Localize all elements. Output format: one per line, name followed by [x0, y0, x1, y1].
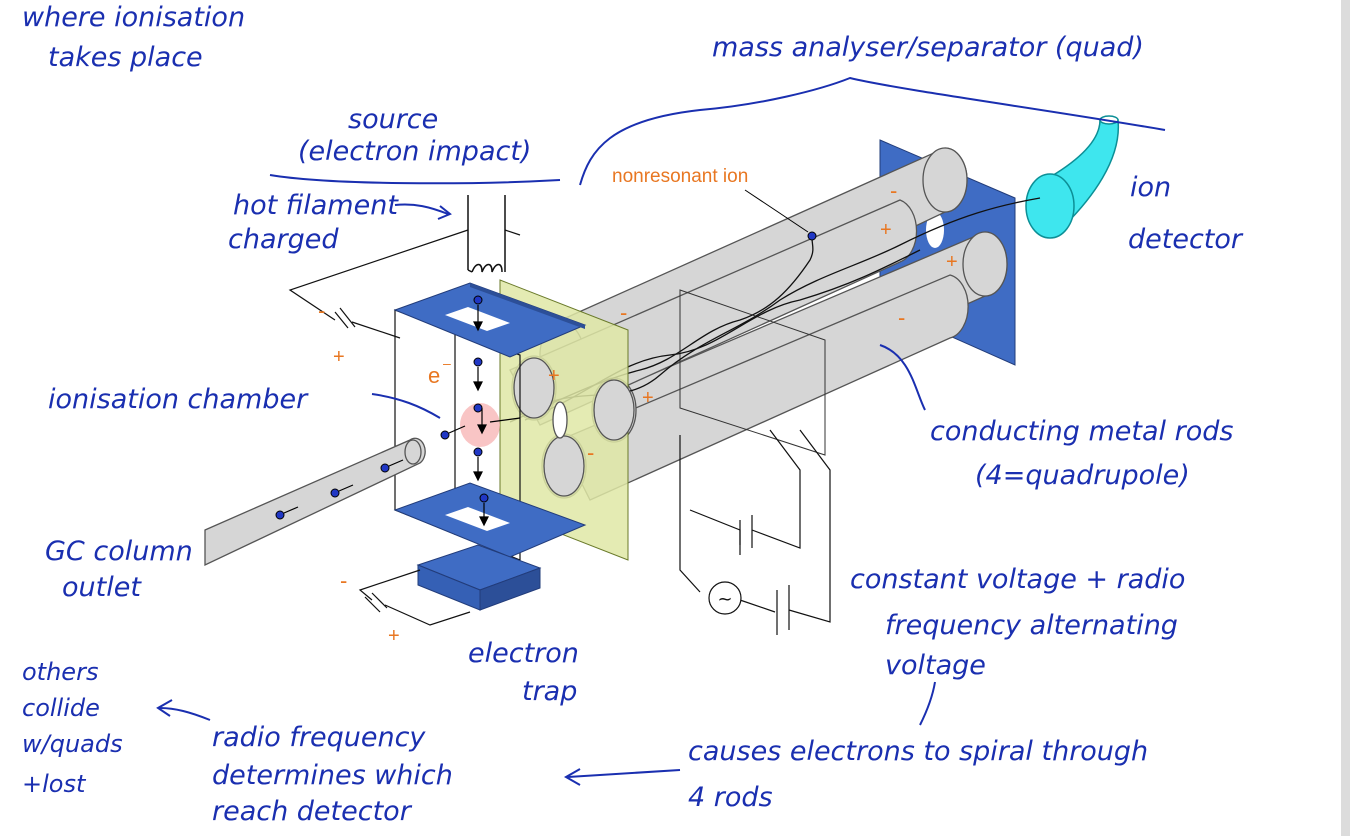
- electron-beam: [473, 295, 489, 503]
- ion-exit-line: [489, 417, 521, 423]
- svg-text:+lost: +lost: [22, 770, 87, 798]
- charge-labels: e – - + + - + - - + + - - +: [318, 178, 958, 647]
- note-conducting-rods: conducting metal rods (4=quadrupole): [879, 344, 1233, 491]
- note-radio-frequency: radio frequency determines which reach d…: [212, 722, 453, 827]
- svg-text:+: +: [642, 387, 654, 409]
- svg-text:(electron impact): (electron impact): [298, 136, 531, 167]
- svg-text:detector: detector: [1128, 224, 1244, 255]
- ion-detector-icon: [1025, 115, 1120, 239]
- svg-text:-: -: [898, 305, 905, 330]
- svg-text:collide: collide: [22, 694, 100, 722]
- svg-text:frequency alternating: frequency alternating: [885, 610, 1178, 641]
- svg-text:+: +: [333, 346, 345, 368]
- svg-text:outlet: outlet: [62, 572, 142, 603]
- svg-text:takes place: takes place: [48, 42, 203, 73]
- svg-text:-: -: [620, 300, 627, 325]
- svg-text:-: -: [587, 440, 594, 465]
- svg-text:+: +: [548, 365, 560, 387]
- svg-text:+: +: [388, 625, 400, 647]
- svg-text:electron: electron: [468, 638, 579, 669]
- svg-text:charged: charged: [228, 224, 339, 255]
- rod-front-ends: [513, 357, 635, 497]
- note-ionisation-chamber: ionisation chamber: [48, 384, 441, 419]
- svg-text:constant voltage + radio: constant voltage + radio: [850, 564, 1185, 595]
- svg-text:e: e: [428, 363, 440, 388]
- svg-text:ion: ion: [1130, 172, 1171, 203]
- svg-text:4 rods: 4 rods: [688, 782, 773, 813]
- note-causes-spiral: causes electrons to spiral through 4 rod…: [563, 736, 1148, 813]
- svg-text:+: +: [946, 251, 958, 273]
- note-constant-voltage: constant voltage + radio frequency alter…: [850, 564, 1185, 726]
- note-others: others collide w/quads +lost: [22, 658, 211, 798]
- circuit-wiring: [288, 229, 831, 635]
- svg-text:causes electrons to spiral thr: causes electrons to spiral through: [688, 736, 1148, 767]
- sample-molecule: [440, 430, 450, 440]
- vertical-scrollbar[interactable]: [1341, 0, 1350, 836]
- svg-text:GC column: GC column: [45, 536, 193, 567]
- ionisation-chamber: [393, 282, 587, 561]
- svg-text:radio frequency: radio frequency: [212, 722, 426, 753]
- nonresonant-ion-pointer: [744, 189, 809, 233]
- svg-text:+: +: [880, 219, 892, 241]
- svg-text:trap: trap: [522, 676, 577, 707]
- electron-arrows: [473, 305, 489, 527]
- note-gc-column: GC column outlet: [45, 536, 193, 603]
- gc-column: [204, 437, 426, 567]
- svg-text:where ionisation: where ionisation: [22, 2, 245, 33]
- ac-source-icon: ~: [708, 581, 742, 615]
- svg-text:source: source: [348, 104, 438, 135]
- svg-text:mass analyser/separator (quad): mass analyser/separator (quad): [712, 32, 1144, 63]
- svg-text:-: -: [318, 298, 325, 323]
- note-source: source (electron impact): [269, 104, 561, 185]
- svg-text:others: others: [22, 658, 98, 686]
- svg-text:-: -: [340, 568, 347, 593]
- svg-text:reach detector: reach detector: [212, 796, 413, 827]
- svg-text:voltage: voltage: [885, 650, 986, 681]
- svg-text:determines which: determines which: [212, 760, 453, 791]
- svg-text:(4=quadrupole): (4=quadrupole): [975, 460, 1190, 491]
- svg-text:hot filament: hot filament: [233, 190, 399, 221]
- note-where-ionisation: where ionisation takes place: [22, 2, 245, 73]
- note-ion-detector: ion detector: [1128, 172, 1244, 255]
- svg-text:-: -: [890, 178, 897, 203]
- electron-trap: [416, 544, 542, 611]
- sample-molecule-arrow: [448, 425, 466, 434]
- nonresonant-ion-dot: [807, 231, 817, 241]
- rod-support-panel: [679, 289, 826, 456]
- svg-text:~: ~: [717, 589, 732, 610]
- svg-text:ionisation chamber: ionisation chamber: [48, 384, 309, 415]
- note-hot-filament: hot filament charged: [228, 190, 452, 255]
- svg-text:–: –: [443, 355, 451, 371]
- svg-text:conducting metal rods: conducting metal rods: [930, 416, 1233, 447]
- gc-column-molecules: [275, 459, 404, 520]
- note-electron-trap: electron trap: [468, 638, 579, 707]
- svg-text:w/quads: w/quads: [22, 730, 123, 758]
- nonresonant-ion-label: nonresonant ion: [612, 166, 748, 187]
- hot-filament: [467, 195, 506, 273]
- note-mass-analyser: mass analyser/separator (quad): [579, 32, 1166, 186]
